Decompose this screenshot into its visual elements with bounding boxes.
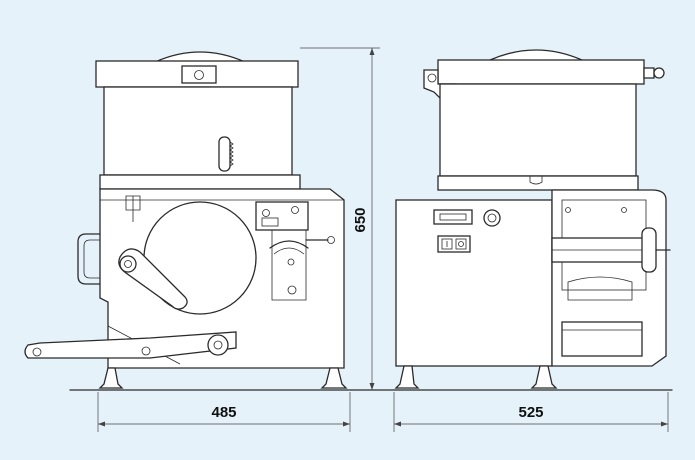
side-view <box>394 49 671 389</box>
side-tray <box>561 321 643 357</box>
front-crank-hub <box>119 255 137 273</box>
front-foot-left <box>98 367 124 389</box>
side-housing <box>395 199 553 367</box>
dim-width-left-label: 485 <box>211 404 236 421</box>
side-adjust-knob <box>641 227 657 273</box>
front-indicator-teeth <box>229 141 234 167</box>
front-mechanism-block <box>261 217 279 227</box>
side-display-window <box>439 213 467 221</box>
side-chute <box>567 276 633 301</box>
front-bowl <box>103 86 293 176</box>
front-lid-latch <box>181 65 217 84</box>
side-inner-screw-1 <box>565 207 571 213</box>
front-screw-1 <box>262 209 270 217</box>
side-lid <box>437 59 645 85</box>
front-gauge-arc-inner <box>273 247 305 255</box>
side-switch-off <box>455 238 467 250</box>
dim-width-right-label: 525 <box>518 404 543 421</box>
front-pedal-pin-2 <box>141 346 151 356</box>
side-hinge-bolt <box>427 73 437 83</box>
front-mechanism-frame <box>271 230 307 301</box>
side-emergency-button <box>483 209 501 227</box>
front-lid-dome <box>154 51 246 63</box>
front-view <box>24 51 348 389</box>
front-foot-pedal <box>24 331 237 359</box>
front-screw-2 <box>291 206 299 214</box>
front-bracket-left <box>125 195 141 211</box>
front-collar <box>99 174 301 190</box>
front-lid-latch-hole <box>194 70 204 80</box>
front-pedal-wheel <box>207 334 229 356</box>
side-display <box>433 209 473 225</box>
front-shaft-end <box>327 236 335 244</box>
side-collar-notch <box>529 176 543 185</box>
side-switch-panel <box>437 235 471 253</box>
side-inner-screw-2 <box>621 207 627 213</box>
side-switch-on <box>441 238 453 250</box>
side-emergency-button-inner <box>487 213 497 223</box>
side-lid-dome <box>489 49 583 61</box>
front-pedal-wheel-hub <box>213 340 223 350</box>
side-collar <box>437 175 639 191</box>
dim-height-label: 650 <box>352 207 369 232</box>
side-foot-right <box>530 365 558 389</box>
side-foot-left <box>394 365 420 389</box>
front-pedal-pin-1 <box>32 347 42 357</box>
front-pivot-2 <box>287 285 297 295</box>
side-lid-knob-stem <box>643 67 655 79</box>
front-side-handle-inner <box>83 239 100 279</box>
front-foot-right <box>320 367 348 389</box>
front-crank-hub-center <box>124 260 132 268</box>
front-side-handle <box>77 233 101 285</box>
front-gauge-arc <box>269 240 309 249</box>
side-switch-off-glyph <box>458 241 464 247</box>
side-lid-knob <box>653 67 665 79</box>
dimension-lines <box>97 47 669 432</box>
front-level-indicator <box>218 136 231 172</box>
side-bowl <box>439 83 637 177</box>
front-pivot-1 <box>287 258 295 266</box>
